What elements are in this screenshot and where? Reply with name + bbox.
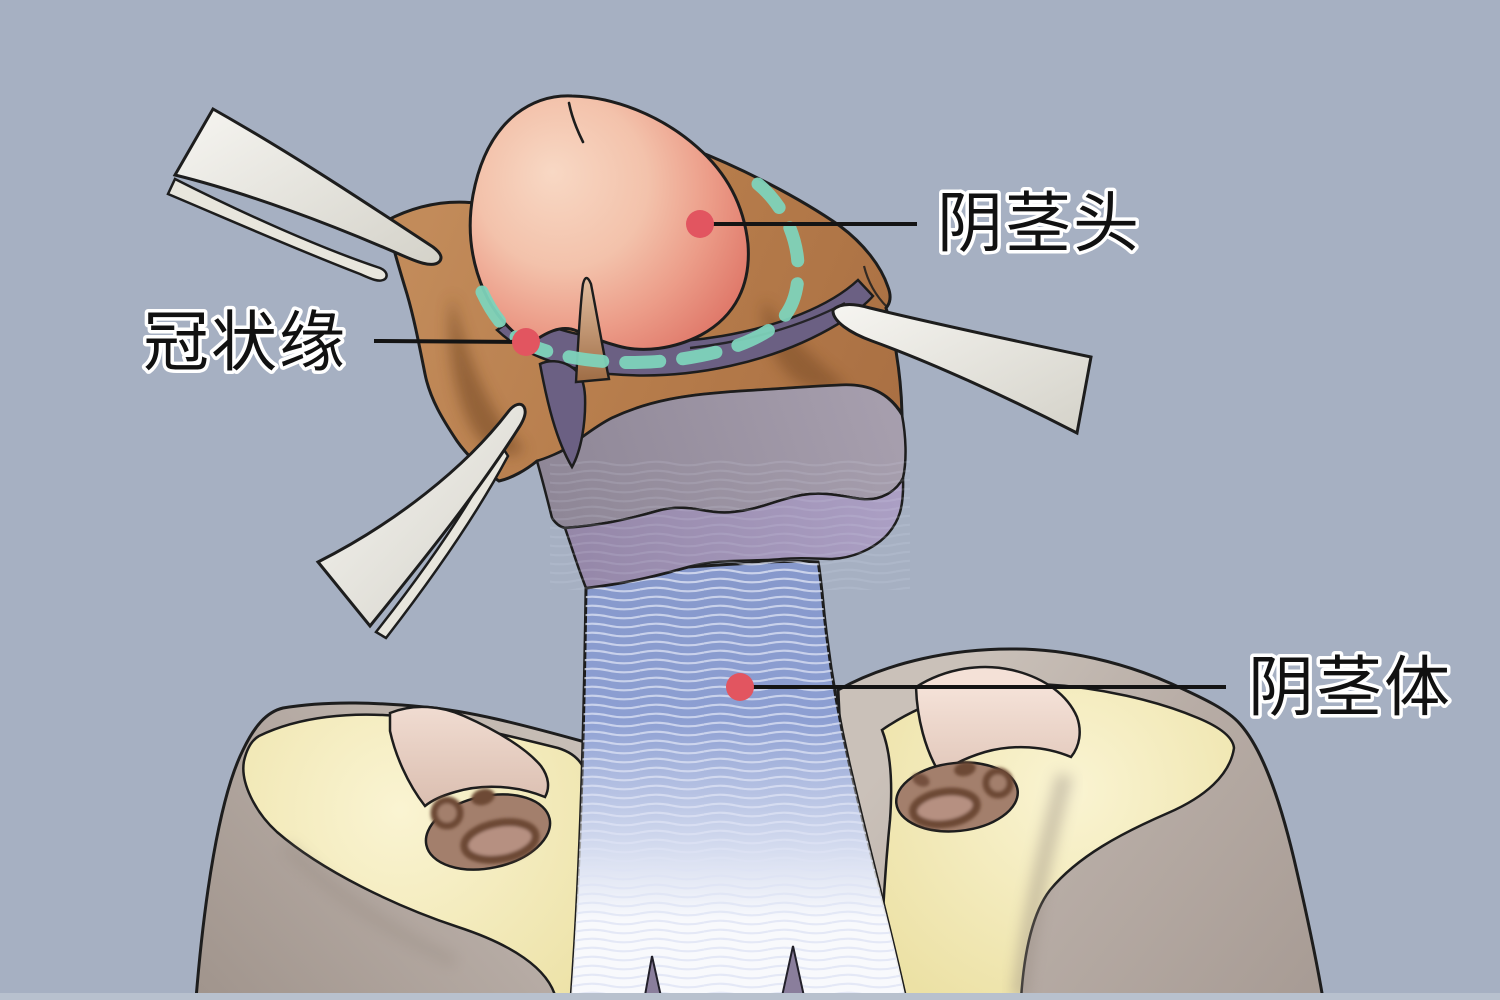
cord-stump-left [388, 705, 550, 808]
coronal-margin-leader-line [373, 339, 527, 344]
retractor-bottom-left [315, 402, 527, 640]
shaft-label: 阴茎体 [1248, 650, 1452, 724]
meatus-cleft [567, 101, 585, 144]
cord-vessels-left [430, 788, 540, 864]
shaft-marker-dot [726, 673, 754, 701]
scrotum-left [194, 701, 587, 1000]
shaft-spike-right [779, 945, 807, 999]
retractor-right [831, 303, 1093, 436]
glans-marker-dot [686, 210, 714, 238]
penile-shaft-body [569, 559, 908, 1000]
coronal-margin-label: 冠状缘 [143, 305, 347, 379]
bottom-edge-strip [0, 993, 1500, 1000]
retractor-top-left [166, 106, 443, 282]
scrotum-right [836, 647, 1325, 1000]
annotation-overlay [373, 222, 1226, 689]
glans-label: 阴茎头 [937, 186, 1141, 260]
cord-vessels-right [909, 761, 1014, 829]
coronal-margin-marker-dot [512, 328, 540, 356]
marker-dots [512, 210, 754, 701]
shaft-spike-left [642, 955, 664, 999]
